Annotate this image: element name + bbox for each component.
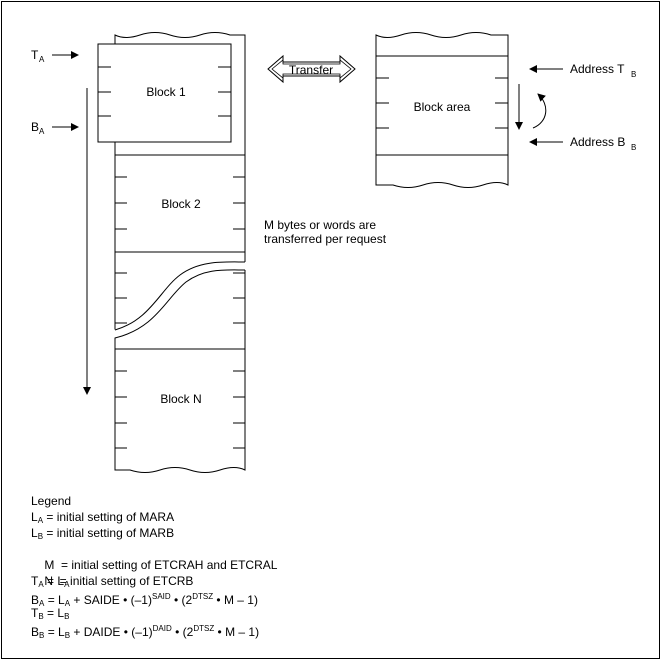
block-area-column — [375, 32, 509, 188]
pointer-ba: B A — [31, 120, 79, 136]
formula-bb: BB = LB + DAIDE • (–1)DAID • (2DTSZ • M … — [31, 624, 260, 640]
svg-text:T: T — [31, 48, 39, 62]
block-n-label: Block N — [160, 392, 201, 406]
legend-line-lb: LB = initial setting of MARB — [31, 526, 175, 541]
transfer-label: Transfer — [289, 63, 333, 77]
formula-ba: BA = LA + SAIDE • (–1)SAID • (2DTSZ • M … — [31, 592, 258, 608]
legend-line-n: N = initial setting of ETCRB — [44, 574, 194, 588]
formula-tb: TB = LB — [31, 606, 70, 621]
block-2-label: Block 2 — [161, 197, 201, 211]
note-line-2: transferred per request — [264, 232, 387, 246]
formula-ta: TA = LA — [31, 574, 70, 589]
svg-text:B: B — [631, 143, 636, 152]
legend: Legend LA = initial setting of MARA LB =… — [31, 493, 278, 640]
block-1-box — [97, 43, 232, 143]
svg-text:A: A — [39, 55, 45, 64]
svg-text:B: B — [31, 120, 39, 134]
svg-text:A: A — [39, 127, 45, 136]
note-line-1: M bytes or words are — [264, 218, 376, 232]
pointer-address-bb: Address B B — [529, 135, 636, 152]
legend-line-la: LA = initial setting of MARA — [31, 510, 175, 525]
pointer-ta: T A — [31, 48, 79, 64]
pointer-address-tb: Address T B — [529, 62, 636, 79]
svg-text:Address B: Address B — [570, 135, 625, 149]
wrap-around-arrow — [532, 93, 547, 129]
transfer-arrow: Transfer — [267, 54, 356, 84]
svg-text:Address T: Address T — [570, 62, 625, 76]
block-1-label: Block 1 — [146, 85, 186, 99]
svg-text:B: B — [631, 70, 636, 79]
block-area-label: Block area — [414, 100, 471, 114]
column-break — [113, 261, 247, 339]
legend-title: Legend — [31, 494, 72, 508]
legend-line-m: M = initial setting of ETCRAH and ETCRAL — [44, 558, 278, 572]
